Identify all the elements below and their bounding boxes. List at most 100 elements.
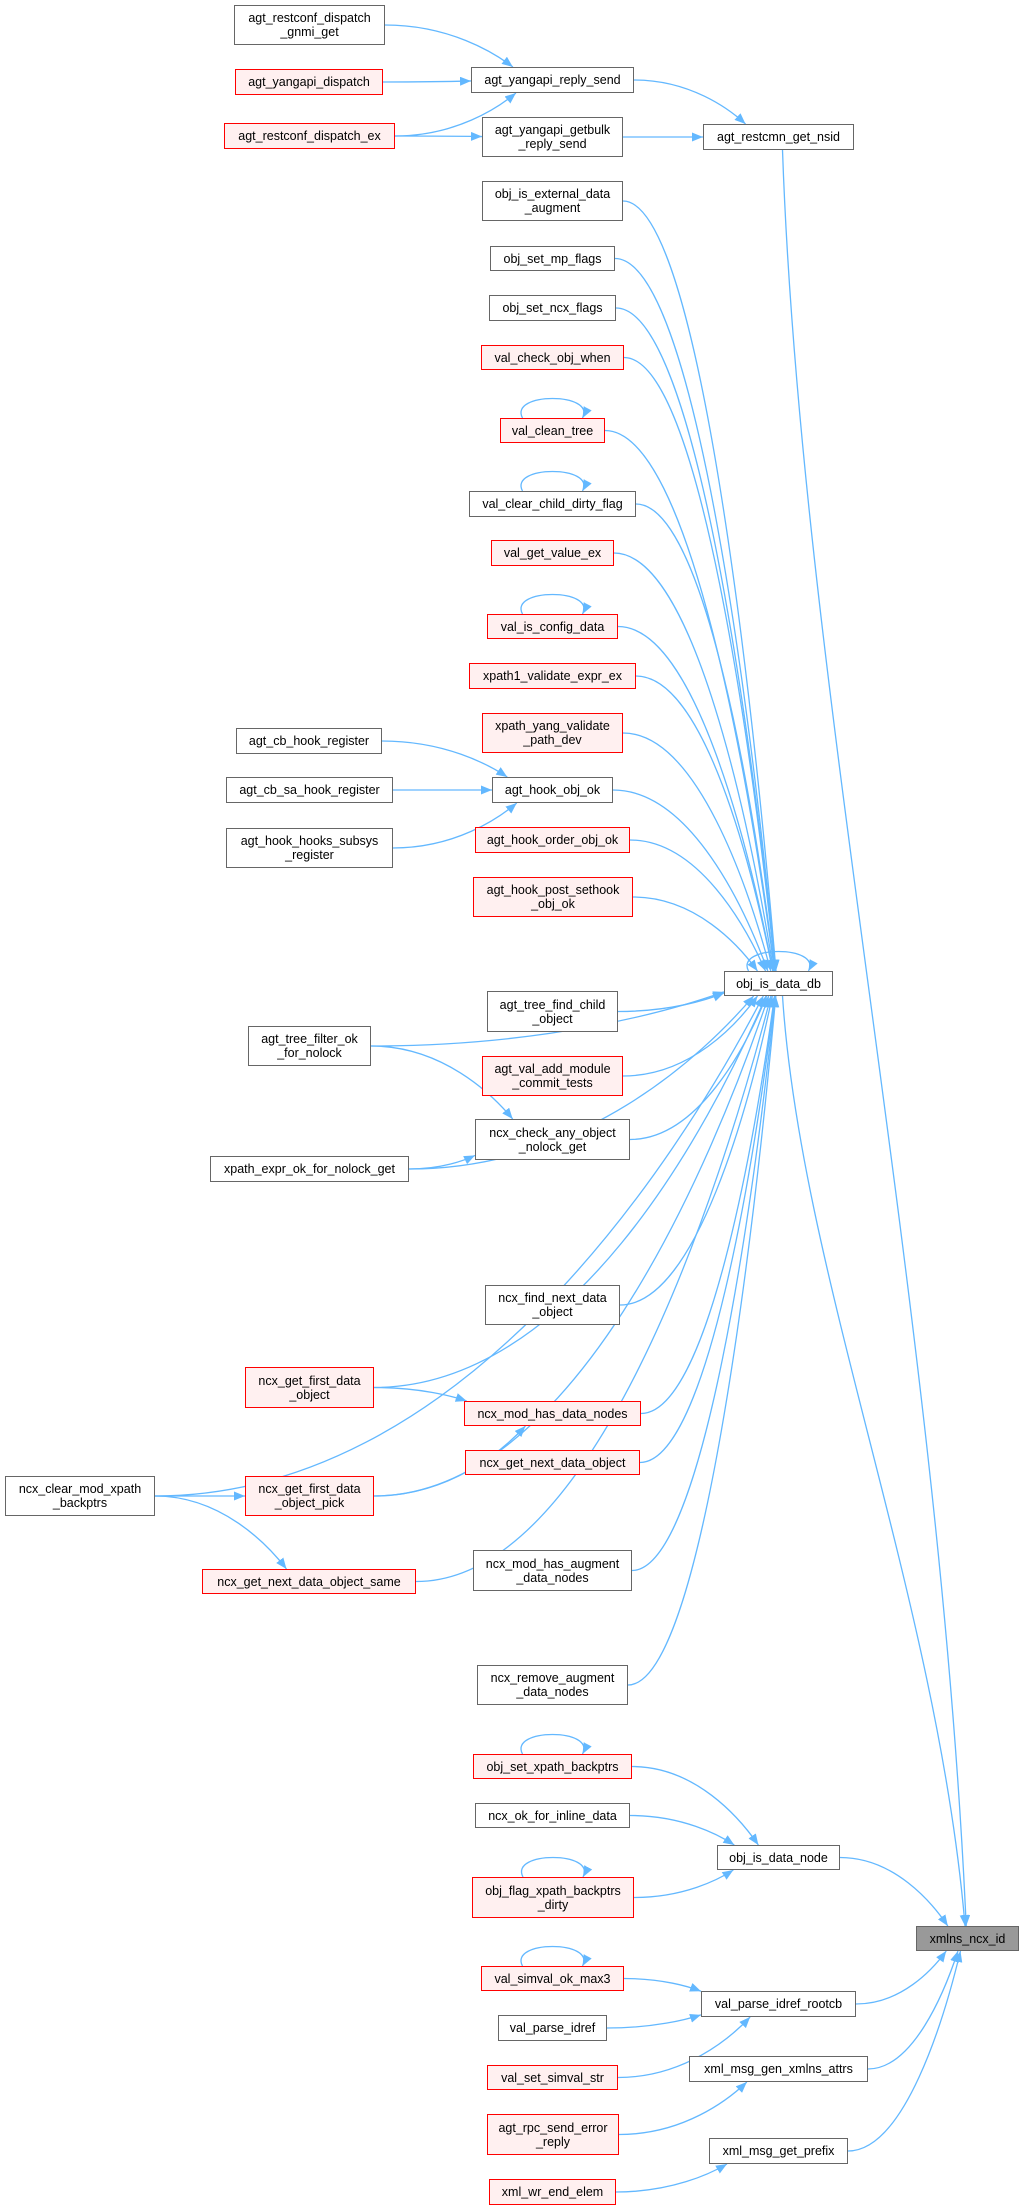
node-ncx-get-first-data-object[interactable]: ncx_get_first_data _object <box>245 1367 374 1408</box>
edge-n_clearmod-to-n_same <box>154 1495 287 1570</box>
node-ncx-mod-has-augment-data-nodes[interactable]: ncx_mod_has_augment _data_nodes <box>473 1550 632 1591</box>
node-xmlns-ncx-id[interactable]: xmlns_ncx_id <box>916 1926 1019 1951</box>
node-ncx-remove-augment-data-nodes[interactable]: ncx_remove_augment _data_nodes <box>477 1665 628 1705</box>
node-obj-set-xpath-backptrs[interactable]: obj_set_xpath_backptrs <box>473 1754 632 1779</box>
node-xpath-yang-validate-path-dev[interactable]: xpath_yang_validate _path_dev <box>482 713 623 753</box>
node-ncx-check-any-object-nolock-get[interactable]: ncx_check_any_object _nolock_get <box>475 1119 630 1160</box>
node-agt-yangapi-getbulk-reply-send[interactable]: agt_yangapi_getbulk _reply_send <box>482 117 623 157</box>
edge-n_cleantree-to-n_cleantree <box>520 397 592 419</box>
edge-n_cleantree-to-n_objdb <box>604 429 778 972</box>
edge-n_parseidref-to-n_rootcb <box>606 2013 702 2029</box>
edge-n_wrend-to-n_getprefix <box>615 2163 728 2193</box>
node-val-parse-idref[interactable]: val_parse_idref <box>498 2015 607 2041</box>
node-agt-rpc-send-error-reply[interactable]: agt_rpc_send_error _reply <box>487 2114 619 2155</box>
node-agt-yangapi-reply-send[interactable]: agt_yangapi_reply_send <box>471 67 634 93</box>
edge-n_ydisp-to-n_reply <box>382 76 472 86</box>
node-ncx-find-next-data-object[interactable]: ncx_find_next_data _object <box>485 1285 620 1325</box>
node-val-get-value-ex[interactable]: val_get_value_ex <box>491 540 614 566</box>
node-obj-set-mp-flags[interactable]: obj_set_mp_flags <box>490 246 615 271</box>
edge-n_setxpath-to-n_datanode <box>631 1765 759 1846</box>
node-val-clear-child-dirty-flag[interactable]: val_clear_child_dirty_flag <box>469 491 636 517</box>
node-agt-hook-obj-ok[interactable]: agt_hook_obj_ok <box>492 777 613 803</box>
edge-n_mpflags-to-n_objdb <box>614 257 780 972</box>
edge-n_clearmod-to-n_objdb <box>154 995 764 1497</box>
edge-n_modhas-to-n_objdb <box>640 995 778 1415</box>
edge-n_extaug-to-n_objdb <box>622 200 780 972</box>
node-val-check-obj-when[interactable]: val_check_obj_when <box>481 345 624 370</box>
edge-n_isconfig-to-n_isconfig <box>520 593 592 615</box>
edge-n_genxmlns-to-n_xmlns <box>867 1950 959 2070</box>
edge-n_removeaug-to-n_objdb <box>627 995 780 1686</box>
node-val-parse-idref-rootcb[interactable]: val_parse_idref_rootcb <box>701 1991 856 2017</box>
node-agt-tree-filter-ok-for-nolock[interactable]: agt_tree_filter_ok _for_nolock <box>248 1026 371 1066</box>
node-ncx-get-next-data-object-same[interactable]: ncx_get_next_data_object_same <box>202 1569 416 1594</box>
node-agt-hook-post-sethook-obj-ok[interactable]: agt_hook_post_sethook _obj_ok <box>473 877 633 917</box>
edge-n_rootcb-to-n_xmlns <box>855 1950 947 2005</box>
node-val-is-config-data[interactable]: val_is_config_data <box>487 614 618 639</box>
node-agt-cb-hook-register[interactable]: agt_cb_hook_register <box>236 728 382 754</box>
edge-n_reply-to-n_restcmn <box>633 79 746 125</box>
edge-n_xpathexpr-to-n_checkany <box>408 1154 476 1170</box>
edge-n_flagxpath-to-n_flagxpath <box>520 1856 593 1878</box>
node-ncx-get-first-data-object-pick[interactable]: ncx_get_first_data _object_pick <box>245 1476 374 1516</box>
edge-n_clearchild-to-n_objdb <box>635 503 778 972</box>
edge-n_xpathyang-to-n_objdb <box>622 732 773 972</box>
node-agt-restcmn-get-nsid[interactable]: agt_restcmn_get_nsid <box>703 124 854 150</box>
node-agt-restconf-dispatch-ex[interactable]: agt_restconf_dispatch_ex <box>224 123 395 149</box>
edge-n_nextdata-to-n_objdb <box>639 995 778 1464</box>
node-val-simval-ok-max3[interactable]: val_simval_ok_max3 <box>481 1966 624 1991</box>
node-agt-tree-find-child-object[interactable]: agt_tree_find_child _object <box>487 991 618 1032</box>
node-obj-flag-xpath-backptrs-dirty[interactable]: obj_flag_xpath_backptrs _dirty <box>472 1877 634 1918</box>
edge-n_restcmn-to-n_xmlns <box>781 149 971 1927</box>
edge-n_rdex-to-n_getbulk <box>394 131 483 141</box>
node-xml-msg-get-prefix[interactable]: xml_msg_get_prefix <box>709 2138 848 2164</box>
edge-n_xpath1-to-n_objdb <box>635 675 775 972</box>
node-ncx-clear-mod-xpath-backptrs[interactable]: ncx_clear_mod_xpath _backptrs <box>5 1476 155 1516</box>
node-obj-is-data-db[interactable]: obj_is_data_db <box>724 971 833 996</box>
node-obj-set-ncx-flags[interactable]: obj_set_ncx_flags <box>489 295 616 321</box>
node-xml-wr-end-elem[interactable]: xml_wr_end_elem <box>489 2179 616 2205</box>
edge-n_checkany-to-n_objdb <box>629 995 768 1141</box>
node-obj-is-data-node[interactable]: obj_is_data_node <box>717 1845 840 1870</box>
edge-n_findnext-to-n_objdb <box>619 995 775 1306</box>
edge-n_hookobj-to-n_objdb <box>612 789 769 972</box>
edge-n_gnmi-to-n_reply <box>384 24 514 68</box>
edge-n_getvalue-to-n_objdb <box>613 552 777 972</box>
node-ncx-ok-for-inline-data[interactable]: ncx_ok_for_inline_data <box>475 1803 630 1828</box>
node-agt-val-add-module-commit-tests[interactable]: agt_val_add_module _commit_tests <box>482 1056 623 1096</box>
edge-n_valadd-to-n_objdb <box>622 995 759 1077</box>
node-xpath1-validate-expr-ex[interactable]: xpath1_validate_expr_ex <box>469 663 636 689</box>
edge-n_modaug-to-n_objdb <box>631 995 779 1572</box>
edge-n_getprefix-to-n_xmlns <box>847 1950 963 2152</box>
node-obj-is-external-data-augment[interactable]: obj_is_external_data _augment <box>482 181 623 221</box>
edge-n_objdb-to-n_objdb <box>746 950 818 972</box>
node-agt-restconf-dispatch-gnmi-get[interactable]: agt_restconf_dispatch _gnmi_get <box>234 5 385 45</box>
node-xpath-expr-ok-for-nolock-get[interactable]: xpath_expr_ok_for_nolock_get <box>210 1156 409 1182</box>
edge-n_xpathexpr-to-n_objdb <box>408 995 755 1170</box>
edge-n_rdex-to-n_reply <box>394 92 517 137</box>
edge-n_postset-to-n_objdb <box>632 896 759 972</box>
node-agt-hook-order-obj-ok[interactable]: agt_hook_order_obj_ok <box>475 827 630 853</box>
edge-n_checkwhen-to-n_objdb <box>623 356 779 972</box>
edge-n_datanode-to-n_xmlns <box>839 1856 949 1927</box>
edge-n_setsimval-to-n_rootcb <box>617 2016 751 2079</box>
node-xml-msg-gen-xmlns-attrs[interactable]: xml_msg_gen_xmlns_attrs <box>689 2056 868 2082</box>
node-ncx-mod-has-data-nodes[interactable]: ncx_mod_has_data_nodes <box>464 1401 641 1426</box>
node-agt-cb-sa-hook-register[interactable]: agt_cb_sa_hook_register <box>226 777 393 803</box>
edge-n_firstdata-to-n_modhas <box>373 1386 467 1402</box>
node-agt-yangapi-dispatch[interactable]: agt_yangapi_dispatch <box>235 69 383 95</box>
edge-n_firstdata-to-n_objdb <box>373 995 767 1389</box>
edge-n_simval-to-n_rootcb <box>623 1977 702 1992</box>
node-val-clean-tree[interactable]: val_clean_tree <box>500 418 605 443</box>
edge-n_hookorder-to-n_objdb <box>629 839 767 972</box>
edge-n_pick-to-n_objdb <box>373 995 770 1497</box>
node-ncx-get-next-data-object[interactable]: ncx_get_next_data_object <box>465 1450 640 1475</box>
node-agt-hook-hooks-subsys-register[interactable]: agt_hook_hooks_subsys _register <box>226 828 393 868</box>
node-val-set-simval-str[interactable]: val_set_simval_str <box>487 2065 618 2090</box>
edge-n_filter-to-n_checkany <box>370 1045 514 1120</box>
edge-n_setxpath-to-n_setxpath <box>520 1733 592 1755</box>
edge-n_flagxpath-to-n_datanode <box>633 1869 734 1899</box>
edge-n_rpcerr-to-n_genxmlns <box>618 2081 748 2136</box>
edge-n_inline-to-n_datanode <box>629 1814 735 1846</box>
